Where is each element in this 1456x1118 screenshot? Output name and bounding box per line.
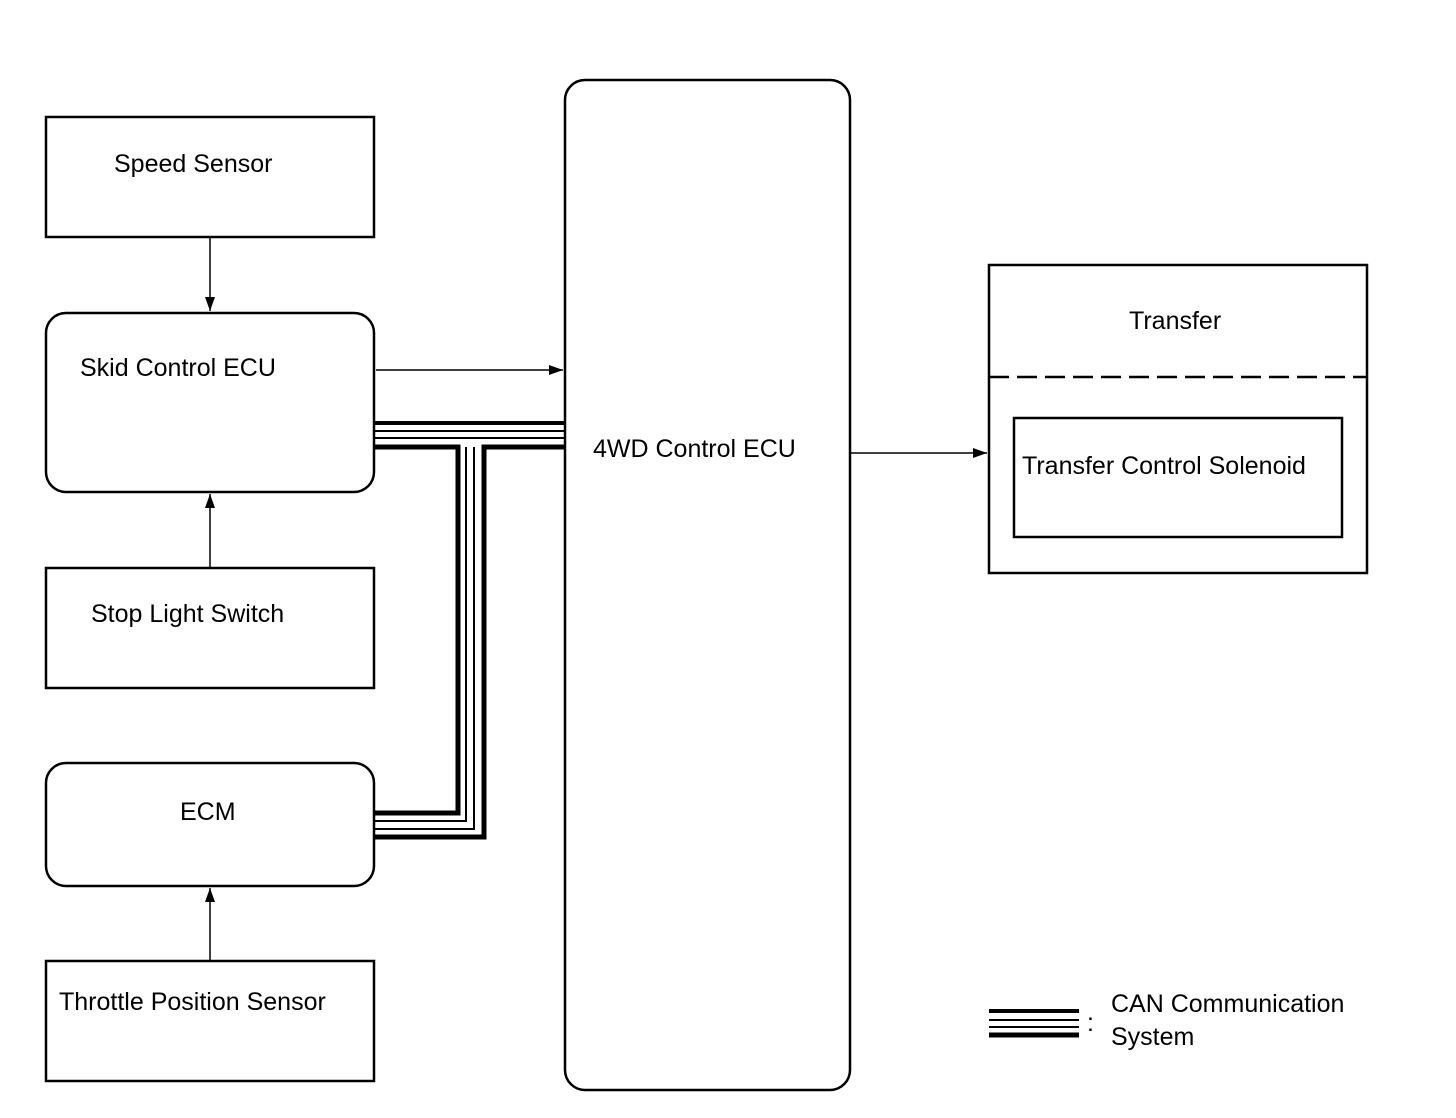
legend-label-line2: System xyxy=(1111,1023,1194,1051)
speed-sensor-label: Speed Sensor xyxy=(114,150,272,178)
legend-separator: : xyxy=(1087,1009,1094,1037)
legend: : CAN Communication System xyxy=(989,990,1344,1051)
throttle-position-sensor-label: Throttle Position Sensor xyxy=(59,988,326,1016)
ecm-label: ECM xyxy=(180,798,236,826)
skid-control-ecu-block: Skid Control ECU xyxy=(44,311,376,494)
throttle-position-sensor-block: Throttle Position Sensor xyxy=(44,959,376,1083)
transfer-control-solenoid-label: Transfer Control Solenoid xyxy=(1022,452,1306,480)
legend-label-line1: CAN Communication xyxy=(1111,990,1344,1018)
ecm-block: ECM xyxy=(44,761,376,888)
four-wd-control-ecu-block: 4WD Control ECU xyxy=(563,78,852,1092)
transfer-block: Transfer Transfer Control Solenoid xyxy=(987,263,1369,575)
stop-light-switch-block: Stop Light Switch xyxy=(44,566,376,690)
stop-light-switch-label: Stop Light Switch xyxy=(91,600,284,628)
legend-can-symbol xyxy=(989,1009,1079,1038)
four-wd-control-ecu-label: 4WD Control ECU xyxy=(593,435,796,463)
transfer-control-solenoid-block: Transfer Control Solenoid xyxy=(1012,416,1344,539)
can-bus-lines xyxy=(374,421,565,840)
speed-sensor-block: Speed Sensor xyxy=(44,115,376,239)
transfer-label: Transfer xyxy=(1129,307,1221,335)
skid-control-ecu-label: Skid Control ECU xyxy=(80,354,276,382)
